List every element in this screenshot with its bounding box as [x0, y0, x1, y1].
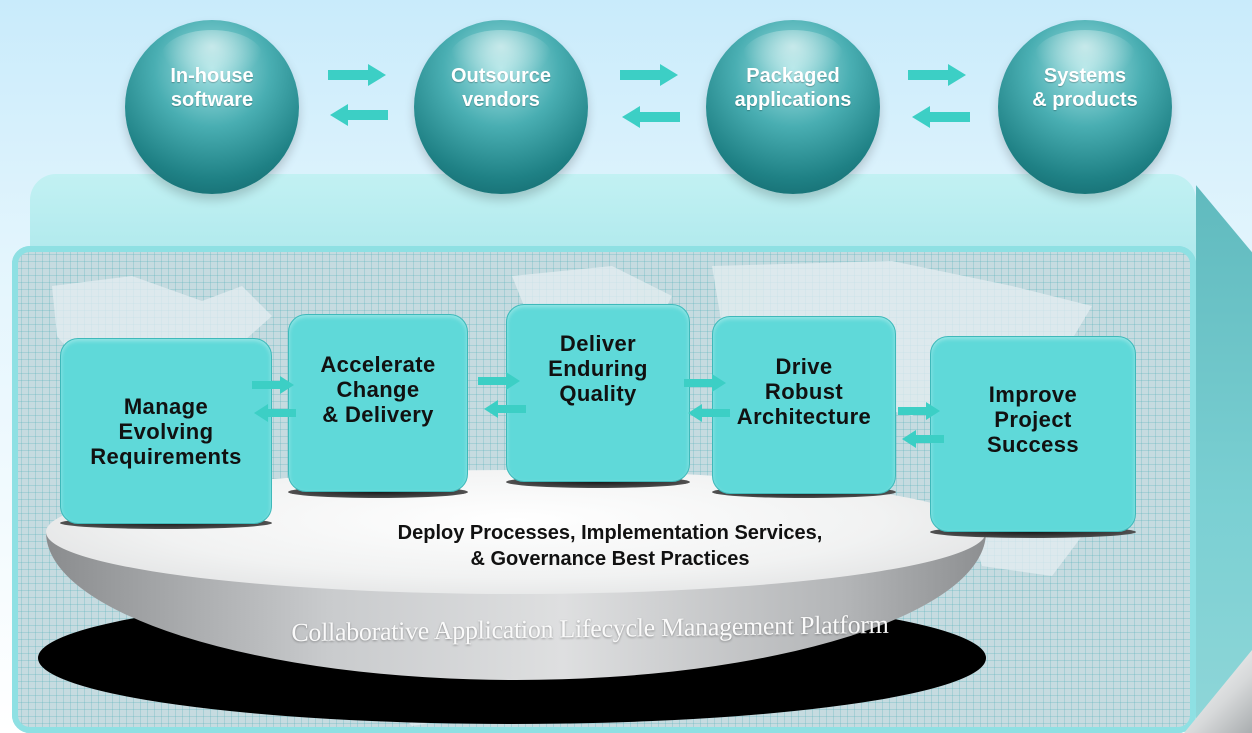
arrow-left-icon	[622, 106, 680, 128]
sphere-line: software	[170, 89, 254, 111]
capability-manage-requirements: Manage Evolving Requirements	[60, 338, 272, 524]
capability-line: Enduring	[548, 355, 648, 381]
arrow-right-icon	[908, 64, 966, 86]
arrow-left-icon	[688, 404, 730, 422]
capability-accelerate-delivery: Accelerate Change & Delivery	[288, 314, 468, 492]
arrow-left-icon	[484, 400, 526, 418]
capability-line: & Delivery	[322, 401, 434, 427]
capability-drive-architecture: Drive Robust Architecture	[712, 316, 896, 494]
capability-line: Project	[994, 406, 1072, 432]
capability-line: Architecture	[736, 403, 872, 429]
capability-line: Manage	[123, 393, 209, 419]
sphere-gloss	[1034, 30, 1136, 84]
capability-improve-success: Improve Project Success	[930, 336, 1136, 532]
arrow-left-icon	[254, 404, 296, 422]
arrow-right-icon	[252, 376, 294, 394]
platform-box-side	[1196, 185, 1252, 733]
arrow-left-icon	[902, 430, 944, 448]
capability-line: Deliver	[559, 330, 637, 356]
sphere-line: applications	[734, 89, 852, 111]
capability-line: Evolving	[118, 418, 214, 444]
sphere-line: vendors	[462, 89, 540, 111]
capability-label: Improve Project Success	[987, 382, 1079, 457]
capability-line: Requirements	[90, 443, 242, 469]
capability-line: Robust	[764, 378, 844, 404]
sphere-systems-products: Systems & products	[998, 20, 1172, 194]
capability-label: Manage Evolving Requirements	[90, 394, 242, 469]
capability-label: Drive Robust Architecture	[737, 354, 871, 429]
arrow-left-icon	[330, 104, 388, 126]
sphere-gloss	[742, 30, 844, 84]
arrow-right-icon	[620, 64, 678, 86]
sphere-in-house-software: In-house software	[125, 20, 299, 194]
capability-label: Accelerate Change & Delivery	[320, 352, 435, 427]
sphere-gloss	[161, 30, 263, 84]
sphere-line: & products	[1032, 89, 1138, 111]
capability-line: Quality	[559, 380, 637, 406]
arrow-left-icon	[912, 106, 970, 128]
sphere-packaged-applications: Packaged applications	[706, 20, 880, 194]
arrow-right-icon	[898, 402, 940, 420]
sphere-gloss	[450, 30, 552, 84]
capability-line: Success	[986, 431, 1080, 457]
deploy-line-1: Deploy Processes, Implementation Service…	[397, 522, 823, 544]
arrow-right-icon	[328, 64, 386, 86]
arrow-right-icon	[684, 374, 726, 392]
capability-line: Improve	[988, 381, 1078, 407]
capability-line: Accelerate	[320, 351, 436, 377]
deploy-line-2: & Governance Best Practices	[470, 548, 750, 570]
deploy-processes-label: Deploy Processes, Implementation Service…	[260, 520, 960, 572]
sphere-outsource-vendors: Outsource vendors	[414, 20, 588, 194]
capability-deliver-quality: Deliver Enduring Quality	[506, 304, 690, 482]
capability-label: Deliver Enduring Quality	[548, 331, 648, 406]
capability-line: Change	[336, 376, 420, 402]
arrow-right-icon	[478, 372, 520, 390]
capability-line: Drive	[775, 353, 833, 379]
